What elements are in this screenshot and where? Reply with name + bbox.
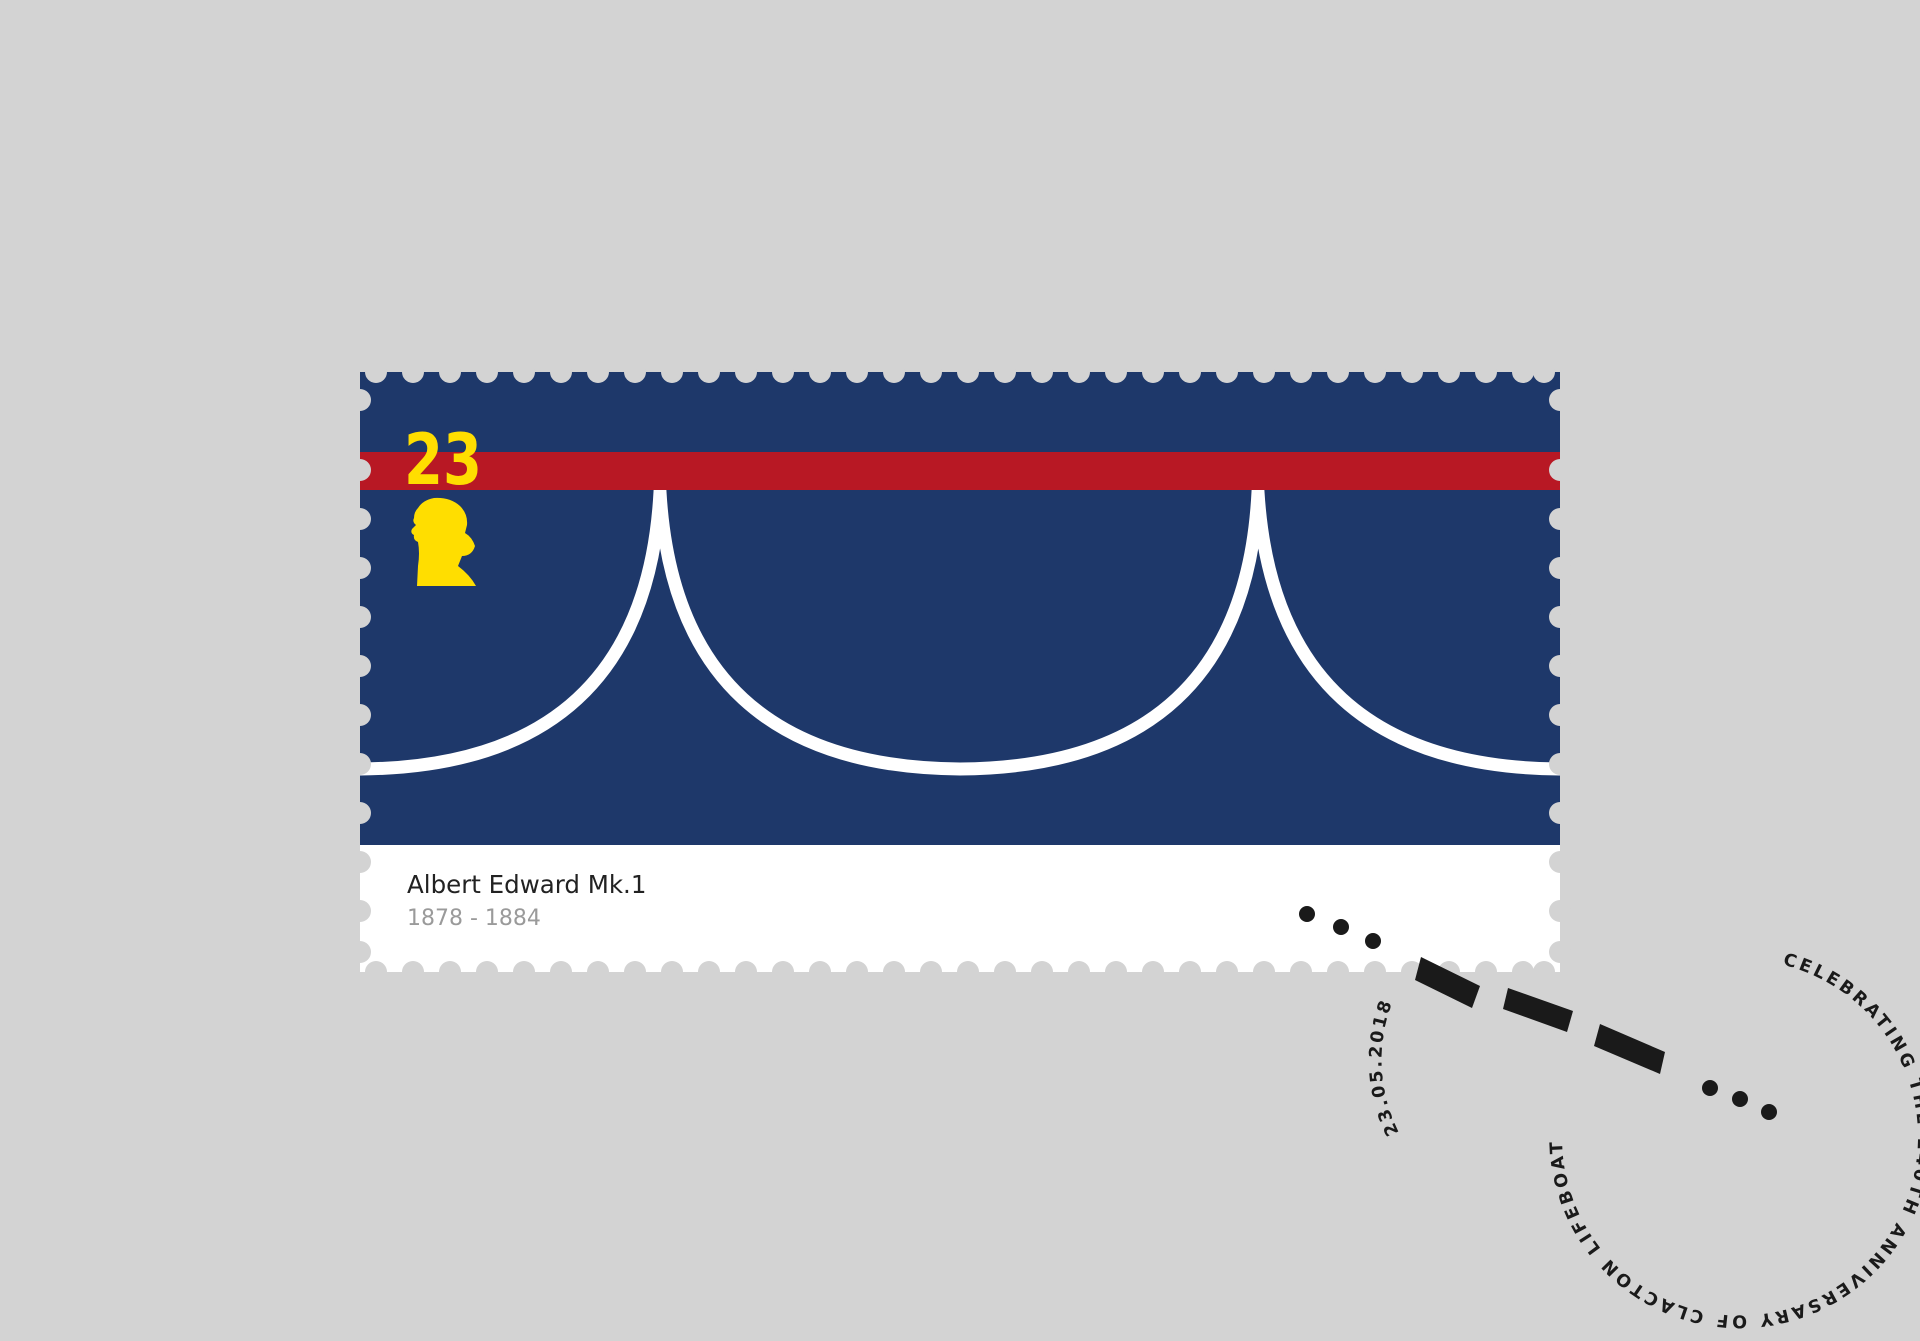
stamp-white-panel: [360, 845, 1560, 972]
service-years: 1878 - 1884: [407, 906, 541, 931]
boat-name: Albert Edward Mk.1: [407, 870, 646, 899]
postmark-date-textpath: 23.05.2018: [1366, 996, 1400, 1139]
monarch-head-icon: [411, 497, 476, 586]
red-stripe: [360, 452, 1560, 490]
postmark-cancel-bars: [1415, 957, 1665, 1074]
postmark-date: 23.05.2018: [1366, 996, 1403, 1139]
stamp-value: 23: [404, 419, 482, 501]
stamp: 23 Albert Edward Mk.1 1878 - 1884: [349, 361, 1571, 983]
postmark-dots: [1299, 906, 1777, 1120]
wave-pattern: [360, 490, 1560, 776]
stamp-perforations: [349, 361, 1571, 983]
